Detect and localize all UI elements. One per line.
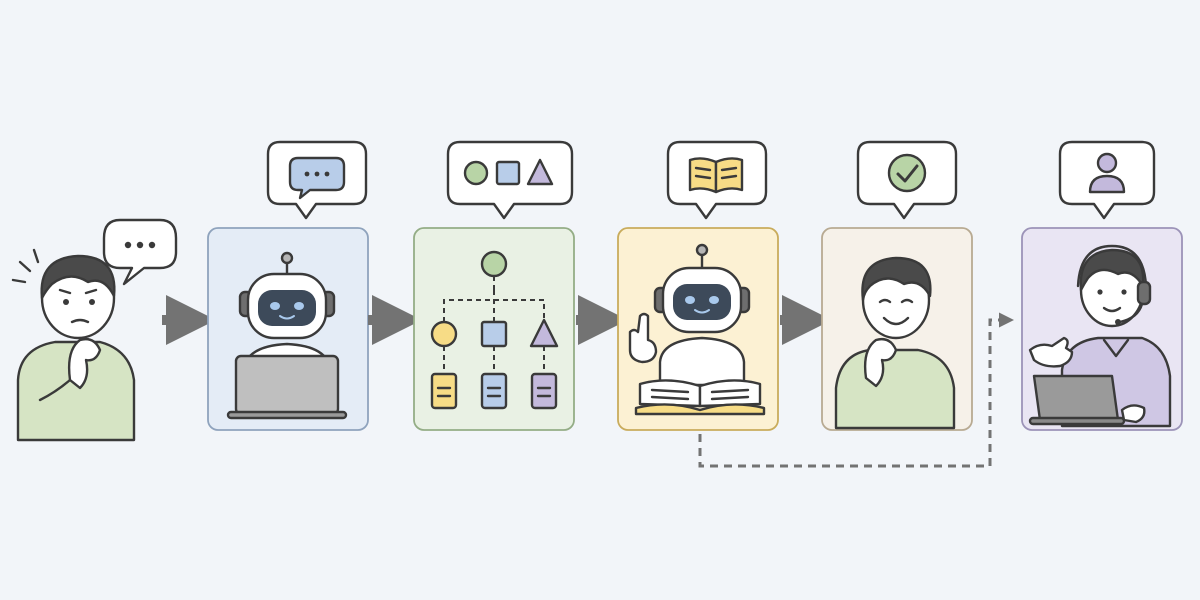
reading-robot xyxy=(628,243,751,387)
ellipsis-icon xyxy=(124,241,156,249)
callout-book xyxy=(666,140,768,220)
square-node xyxy=(480,320,508,348)
operator-laptop-icon xyxy=(1028,374,1146,426)
headset-icon xyxy=(1076,244,1152,325)
root-node xyxy=(480,250,508,278)
document-blue-icon xyxy=(480,372,508,410)
circle-node xyxy=(430,320,458,348)
user-hand xyxy=(863,337,898,388)
callout-chat xyxy=(266,140,368,220)
satisfied-user xyxy=(834,256,956,430)
open-book xyxy=(634,379,766,416)
callout-shapes xyxy=(446,140,574,220)
user-hair xyxy=(40,254,116,300)
alert-lines-icon xyxy=(11,248,40,284)
chat-icon xyxy=(288,156,346,200)
callout-check xyxy=(856,140,958,220)
robot-visor xyxy=(673,284,731,320)
document-yellow-icon xyxy=(430,372,458,410)
user-question-figure xyxy=(11,248,136,442)
gesturing-hand xyxy=(1028,336,1074,368)
check-icon xyxy=(887,153,927,193)
user-shirt xyxy=(16,340,136,442)
user-hand xyxy=(67,337,102,390)
escalation-dashed-line xyxy=(698,312,1014,468)
thought-bubble xyxy=(102,218,178,286)
callout-person xyxy=(1058,140,1156,220)
shapes-icon xyxy=(463,158,554,186)
document-purple-icon xyxy=(530,372,558,410)
operator-figure xyxy=(1028,244,1172,428)
robot-visor xyxy=(258,290,316,326)
laptop-icon xyxy=(226,354,348,420)
decision-tree xyxy=(430,250,559,410)
triangle-node xyxy=(529,318,559,348)
person-icon xyxy=(1088,152,1126,194)
pointing-hand xyxy=(628,312,658,364)
book-icon xyxy=(688,157,744,194)
